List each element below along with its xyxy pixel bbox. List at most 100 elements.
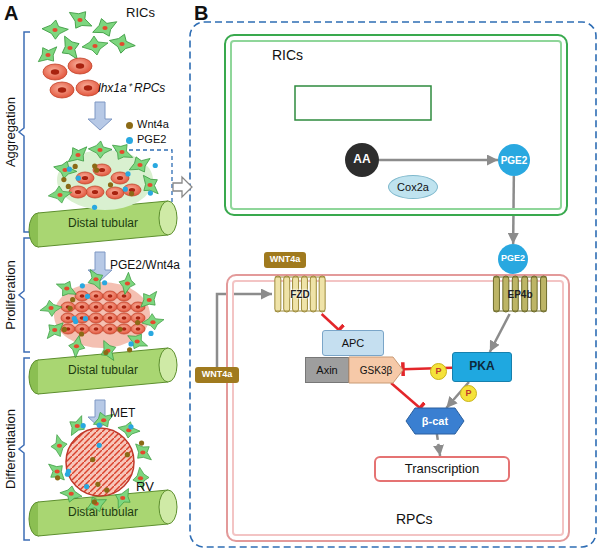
aa-circle: AA (345, 143, 379, 177)
hexagon (406, 408, 464, 434)
ric-inner-compartment (295, 86, 431, 120)
ric-nucleus (147, 183, 152, 187)
signal-dot (125, 171, 130, 176)
ric-nucleus (45, 53, 50, 57)
ric-nucleus (52, 28, 57, 32)
rpc-nucleus (108, 305, 113, 309)
node-label: RPCs (396, 512, 433, 527)
inhibition-edge (391, 383, 420, 408)
rpc-cell (117, 324, 131, 334)
ep4b-receptor: EP4b (490, 274, 550, 314)
ric-nucleus (92, 44, 97, 48)
node-label: Axin (316, 364, 337, 376)
node-label: Distal tubular (68, 364, 138, 377)
ric-cell (51, 435, 67, 457)
rpc-cell (93, 164, 111, 176)
panel-label: lhx1a⁺ RPCs (98, 82, 165, 95)
signal-dot (72, 316, 77, 321)
tubule-body (38, 490, 168, 536)
activation-arrow (490, 314, 510, 352)
rpc-nucleus (94, 294, 99, 298)
gsk3b-protein: GSK3β (349, 357, 403, 383)
legend-text: PGE2 (137, 133, 166, 145)
node-label: FZD (290, 289, 309, 300)
panel-label: A (4, 2, 18, 24)
rpc-cell-box: RPCsFZDEP4bAPCAxinGSK3βPKAPPβ-catTranscr… (226, 274, 570, 542)
ric-nucleus (150, 320, 155, 324)
node-label: EP4b (507, 289, 532, 300)
activation-arrow (512, 176, 515, 244)
zoom-arrow (173, 177, 192, 197)
signal-dot (104, 488, 109, 493)
ric-nucleus (75, 424, 80, 428)
ric-nucleus (125, 282, 130, 286)
renal-vesicle (66, 428, 134, 496)
rpc-nucleus (66, 316, 71, 320)
rpc-nucleus (108, 294, 113, 298)
rpc-cell (75, 291, 89, 301)
signal-dot (97, 443, 102, 448)
wnt4a-ligand: WNT4a (195, 367, 239, 383)
stage-bracket (19, 238, 30, 352)
rpc-cell (117, 302, 131, 312)
ric-cell (135, 287, 162, 313)
ric-cell (63, 141, 92, 168)
pka-kinase: PKA (452, 352, 512, 382)
rpc-cell (103, 324, 117, 334)
rpc-nucleus (108, 316, 113, 320)
ric-cell (40, 300, 62, 316)
signal-dot (66, 184, 71, 189)
ric-nucleus (57, 193, 62, 197)
panel-b-frame (190, 22, 596, 547)
ric-nucleus (74, 344, 79, 348)
ric-nucleus (97, 148, 102, 152)
signal-dot (61, 177, 66, 182)
signal-dot (70, 297, 75, 302)
ric-nucleus (126, 428, 131, 432)
transmembrane-helix (275, 276, 281, 312)
aggregate-mass (57, 150, 153, 210)
beta-catenin: β-cat (406, 408, 464, 434)
ric-nucleus (77, 18, 82, 22)
activation-arrow (437, 434, 440, 456)
ric-cell (107, 30, 138, 57)
rpc-nucleus (80, 294, 85, 298)
cox2a-enzyme: Cox2a (388, 175, 438, 199)
ric-cell (64, 4, 96, 35)
signal-dot (90, 457, 95, 462)
rpc-cell (68, 58, 92, 74)
signal-dot (95, 482, 100, 487)
ric-cell (57, 32, 84, 63)
node-label: Distal tubular (68, 217, 138, 230)
ric-cell (82, 36, 108, 55)
panel-label: RV (136, 480, 154, 494)
stage-arrow (88, 400, 112, 428)
tubule-cylinder: Distal tubular (28, 198, 178, 250)
signal-dot (67, 167, 72, 172)
rpc-cell (61, 313, 75, 323)
signal-dot (66, 469, 71, 474)
ric-nucleus (55, 470, 60, 474)
rpc-nucleus (136, 327, 141, 331)
rpc-cell (69, 186, 87, 198)
rpc-nucleus (80, 305, 85, 309)
ric-nucleus (75, 153, 80, 157)
ric-nucleus (137, 163, 142, 167)
tubule-lumen (159, 201, 177, 235)
transmembrane-helix (541, 276, 547, 312)
signal-dot (62, 327, 67, 332)
ric-nucleus (48, 306, 53, 310)
stage-bracket (19, 32, 30, 232)
signal-dot (123, 187, 128, 192)
rpc-nucleus (122, 327, 127, 331)
rpc-cell (103, 302, 117, 312)
rpc-nucleus (136, 316, 141, 320)
ric-cell (116, 419, 142, 441)
stage-label: Aggregation (4, 97, 18, 167)
receptor-loop (275, 277, 325, 311)
signal-dot (92, 163, 97, 168)
signal-dot (84, 484, 89, 489)
node-label: WNT4a (270, 255, 301, 265)
tubule-edge (38, 201, 168, 247)
rpc-nucleus (66, 327, 71, 331)
